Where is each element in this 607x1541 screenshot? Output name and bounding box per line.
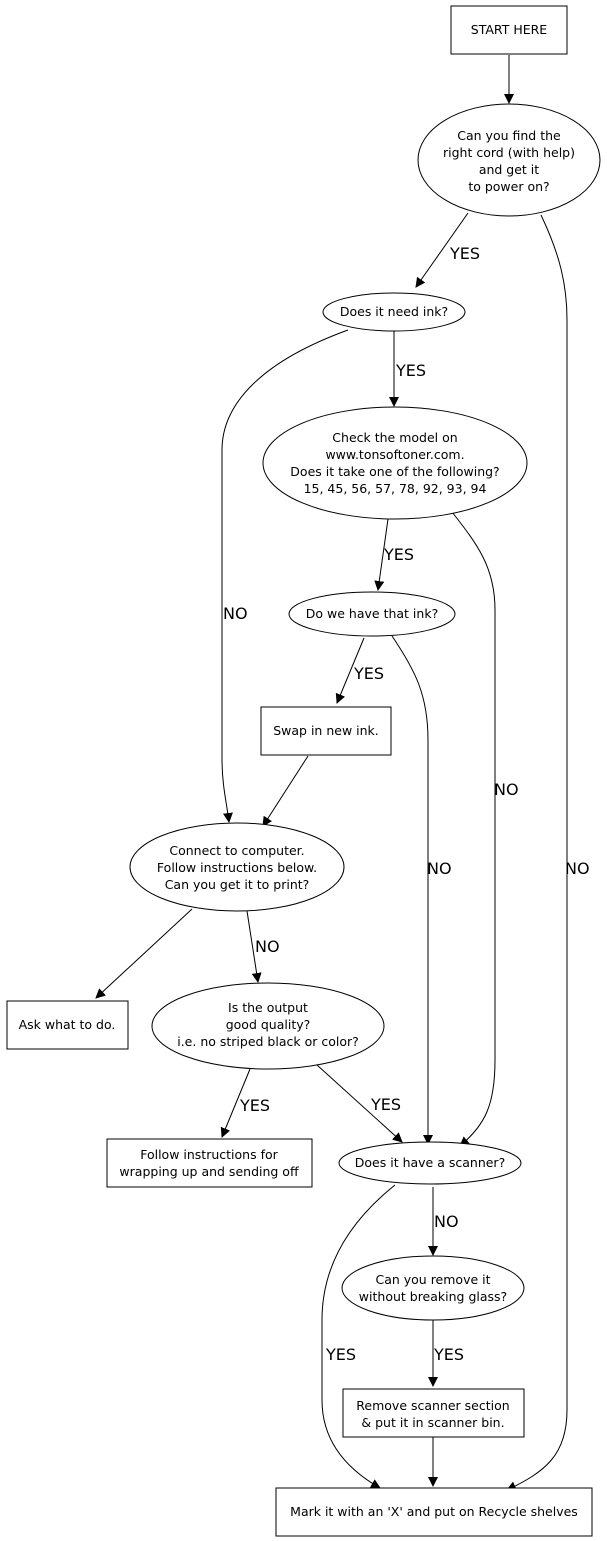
node-connect-line-3: Can you get it to print? [165, 877, 310, 892]
node-ink: Does it need ink? [322, 292, 466, 332]
node-power-line-2: right cord (with help) [443, 145, 575, 160]
node-start: START HERE [450, 5, 568, 55]
node-scanner-bin-line-1: Remove scanner section [356, 1398, 509, 1413]
edge-label-remove-bin: YES [433, 1345, 464, 1364]
edge-haveink-scanner [391, 635, 433, 1145]
node-remove: Can you remove it without breaking glass… [341, 1255, 525, 1321]
node-connect-line-2: Follow instructions below. [157, 860, 317, 875]
edge-swap-connect [262, 755, 309, 827]
edge-model-haveink [374, 518, 389, 591]
edge-label-ink-model: YES [395, 361, 426, 380]
edge-label-scanner-remove: NO [434, 1212, 459, 1231]
node-recycle-label: Mark it with an 'X' and put on Recycle s… [290, 1504, 578, 1519]
node-swap: Swap in new ink. [260, 706, 392, 756]
node-have-ink: Do we have that ink? [288, 591, 456, 637]
node-have-ink-label: Do we have that ink? [306, 606, 438, 621]
edge-power-ink [415, 212, 469, 288]
edge-label-quality-follow: YES [239, 1096, 270, 1115]
edge-quality-follow [220, 1068, 251, 1138]
node-model: Check the model on www.tonsoftoner.com. … [262, 406, 528, 520]
edge-label-model-scanner: NO [494, 780, 519, 799]
edge-label-haveink-scanner: NO [427, 859, 452, 878]
node-scanner: Does it have a scanner? [338, 1141, 522, 1185]
edge-haveink-swap [335, 637, 365, 704]
edge-label-ink-connect: NO [223, 604, 248, 623]
node-power-line-4: to power on? [468, 179, 549, 194]
edge-label-power-ink: YES [449, 244, 480, 263]
edge-quality-scanner [316, 1064, 403, 1143]
node-model-line-4: 15, 45, 56, 57, 78, 92, 93, 94 [304, 481, 487, 496]
node-scanner-bin-line-2: & put it in scanner bin. [361, 1415, 504, 1430]
edge-label-model-haveink: YES [383, 545, 414, 564]
node-model-line-2: www.tonsoftoner.com. [325, 447, 464, 462]
node-follow-line-2: wrapping up and sending off [119, 1164, 299, 1179]
node-quality-line-1: Is the output [228, 1000, 308, 1015]
node-connect: Connect to computer. Follow instructions… [129, 822, 345, 912]
node-scanner-label: Does it have a scanner? [355, 1155, 505, 1170]
edge-model-scanner [451, 511, 496, 1147]
edge-label-haveink-swap: YES [353, 664, 384, 683]
edge-scanner-recycle [321, 1184, 396, 1489]
node-scanner-bin: Remove scanner section & put it in scann… [342, 1388, 525, 1438]
node-power-line-3: and get it [479, 162, 539, 177]
node-remove-line-2: without breaking glass? [359, 1289, 507, 1304]
node-quality: Is the output good quality? i.e. no stri… [151, 982, 385, 1070]
edge-power-recycle [506, 214, 568, 1491]
node-recycle: Mark it with an 'X' and put on Recycle s… [275, 1487, 593, 1537]
node-swap-label: Swap in new ink. [273, 723, 379, 738]
edge-label-quality-scanner: YES [370, 1095, 401, 1114]
node-ask-label: Ask what to do. [19, 1017, 116, 1032]
edge-connect-quality [246, 910, 262, 983]
node-quality-line-2: good quality? [226, 1017, 311, 1032]
node-power: Can you find the right cord (with help) … [417, 103, 601, 217]
edge-label-power-recycle: NO [565, 859, 590, 878]
node-model-line-1: Check the model on [332, 430, 457, 445]
edge-ink-connect [221, 329, 349, 823]
node-remove-line-1: Can you remove it [375, 1272, 490, 1287]
node-quality-line-3: i.e. no striped black or color? [177, 1034, 359, 1049]
node-ask: Ask what to do. [6, 1000, 129, 1050]
node-follow-line-1: Follow instructions for [140, 1147, 278, 1162]
edge-connect-ask [95, 908, 193, 999]
node-connect-line-1: Connect to computer. [169, 843, 304, 858]
node-model-line-3: Does it take one of the following? [290, 464, 499, 479]
node-ink-label: Does it need ink? [340, 304, 448, 319]
edge-label-scanner-recycle: YES [325, 1345, 356, 1364]
node-follow: Follow instructions for wrapping up and … [106, 1138, 313, 1188]
edge-label-connect-quality: NO [255, 937, 280, 956]
node-start-label: START HERE [471, 22, 548, 37]
node-power-line-1: Can you find the [457, 128, 561, 143]
